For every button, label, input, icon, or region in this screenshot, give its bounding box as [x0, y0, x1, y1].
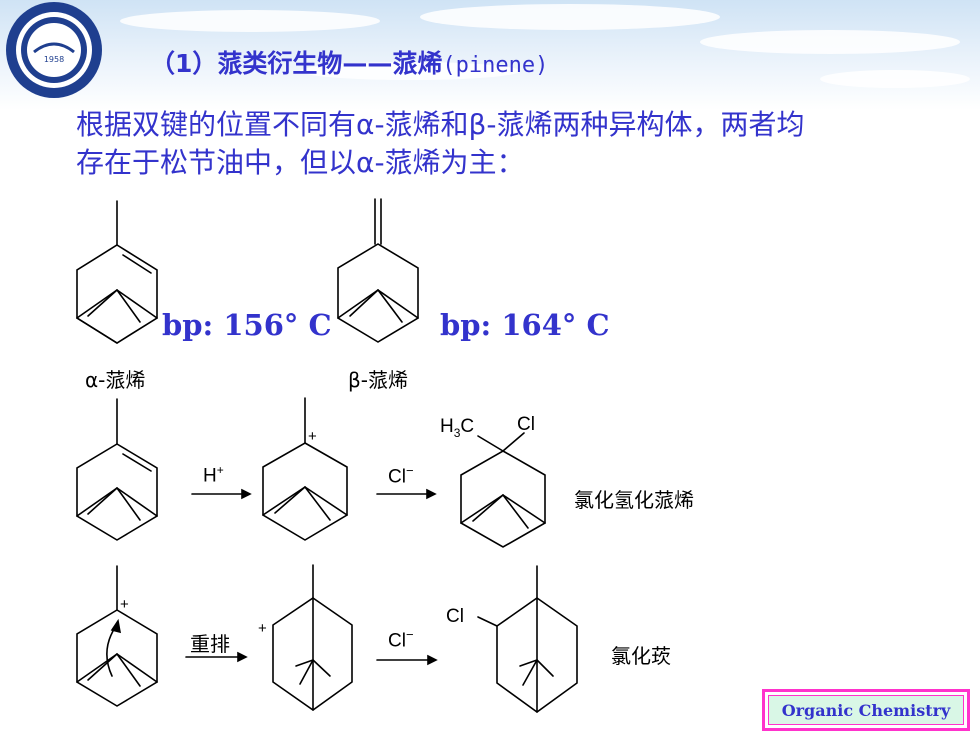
alpha-pinene-structure [76, 200, 158, 344]
reaction1-product-structure [460, 432, 546, 548]
reaction2-cation-structure [76, 565, 158, 707]
header-background [0, 0, 980, 110]
reaction2-chlorine-label: Cl [446, 606, 464, 627]
reaction2-bornyl-charge: + [258, 620, 267, 637]
reaction1-methyl-label: H3C [440, 416, 475, 440]
alpha-pinene-boiling-point: bp: 156° C [162, 308, 332, 342]
reaction1-cation-charge: + [308, 428, 317, 445]
svg-text:1958: 1958 [44, 55, 64, 64]
reaction1-chlorine-label: Cl [517, 414, 535, 435]
reaction2-bornyl-cation-structure [272, 564, 353, 711]
university-seal-logo: 1958 [4, 0, 104, 100]
intro-text: 根据双键的位置不同有α-蒎烯和β-蒎烯两种异构体，两者均 存在于松节油中，但以α… [76, 106, 976, 182]
intro-line-2: 存在于松节油中，但以α-蒎烯为主： [76, 146, 525, 179]
reaction2-reagent-chloride: Cl− [388, 627, 414, 652]
page-title: （1）蒎类衍生物——蒎烯(pinene) [150, 49, 549, 78]
reaction1-product-name: 氯化氢化蒎烯 [574, 488, 694, 512]
reaction2-cation-charge: + [120, 596, 129, 613]
badge-text: Organic Chemistry [768, 695, 964, 725]
reaction1-cation-structure [262, 397, 348, 541]
intro-line-1: 根据双键的位置不同有α-蒎烯和β-蒎烯两种异构体，两者均 [76, 108, 805, 141]
reaction2-product-structure [477, 565, 578, 713]
reaction1-reactant-structure [76, 398, 158, 541]
reaction1-reagent-chloride: Cl− [388, 463, 414, 488]
reaction1-reagent-proton: H+ [203, 463, 224, 487]
beta-pinene-structure [337, 198, 419, 343]
reaction2-product-name: 氯化莰 [611, 644, 671, 668]
beta-pinene-boiling-point: bp: 164° C [440, 308, 610, 342]
beta-pinene-label: β-蒎烯 [348, 368, 408, 392]
reaction2-rearrangement-label: 重排 [190, 632, 230, 656]
organic-chemistry-badge: Organic Chemistry [762, 689, 970, 731]
alpha-pinene-label: α-蒎烯 [85, 368, 146, 392]
